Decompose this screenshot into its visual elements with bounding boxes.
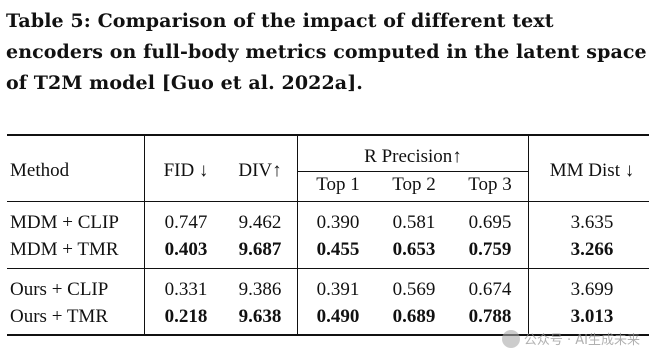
row-top2: 0.569 <box>392 279 436 300</box>
row-fid: 0.218 <box>164 306 208 327</box>
row-method: Ours + TMR <box>10 306 108 327</box>
row-top2: 0.653 <box>392 239 436 260</box>
row-top1: 0.390 <box>316 212 360 233</box>
header-fid: FID ↓ <box>163 160 209 181</box>
header-top2: Top 2 <box>392 174 436 195</box>
row-div: 9.687 <box>238 239 282 260</box>
header-top3: Top 3 <box>468 174 512 195</box>
header-r-precision: R Precision↑ <box>364 146 462 167</box>
table-caption: Table 5: Comparison of the impact of dif… <box>6 10 647 94</box>
row-method: Ours + CLIP <box>10 279 109 300</box>
row-method: MDM + TMR <box>10 239 119 260</box>
row-mm-dist: 3.699 <box>570 279 614 300</box>
row-mm-dist: 3.635 <box>570 212 614 233</box>
r-precision-rule <box>298 171 528 172</box>
row-div: 9.386 <box>238 279 282 300</box>
row-top3: 0.674 <box>468 279 512 300</box>
header-div: DIV↑ <box>238 160 282 181</box>
row-top1: 0.391 <box>316 279 360 300</box>
row-top1: 0.455 <box>316 239 360 260</box>
bottom-rule <box>7 334 649 336</box>
row-top1: 0.490 <box>316 306 360 327</box>
header-mm-dist: MM Dist ↓ <box>549 160 635 181</box>
row-fid: 0.403 <box>164 239 208 260</box>
row-fid: 0.331 <box>164 279 208 300</box>
row-mm-dist: 3.013 <box>570 306 614 327</box>
top-rule <box>7 134 649 136</box>
watermark-text: 公众号 · AI生成未来 <box>523 333 640 348</box>
row-mm-dist: 3.266 <box>570 239 614 260</box>
row-top3: 0.788 <box>468 306 512 327</box>
row-fid: 0.747 <box>164 212 208 233</box>
row-top2: 0.581 <box>392 212 436 233</box>
watermark: 公众号 · AI生成未来 <box>501 329 640 348</box>
row-top2: 0.689 <box>392 306 436 327</box>
row-method: MDM + CLIP <box>10 212 119 233</box>
row-top3: 0.759 <box>468 239 512 260</box>
row-div: 9.462 <box>238 212 282 233</box>
wechat-icon <box>501 329 520 348</box>
group-rule <box>7 268 649 269</box>
header-rule <box>7 201 649 202</box>
row-div: 9.638 <box>238 306 282 327</box>
vline-after-top3 <box>528 136 529 334</box>
row-top3: 0.695 <box>468 212 512 233</box>
vline-after-div <box>297 136 298 334</box>
header-top1: Top 1 <box>316 174 360 195</box>
header-method: Method <box>10 160 70 181</box>
vline-after-method <box>144 136 145 334</box>
